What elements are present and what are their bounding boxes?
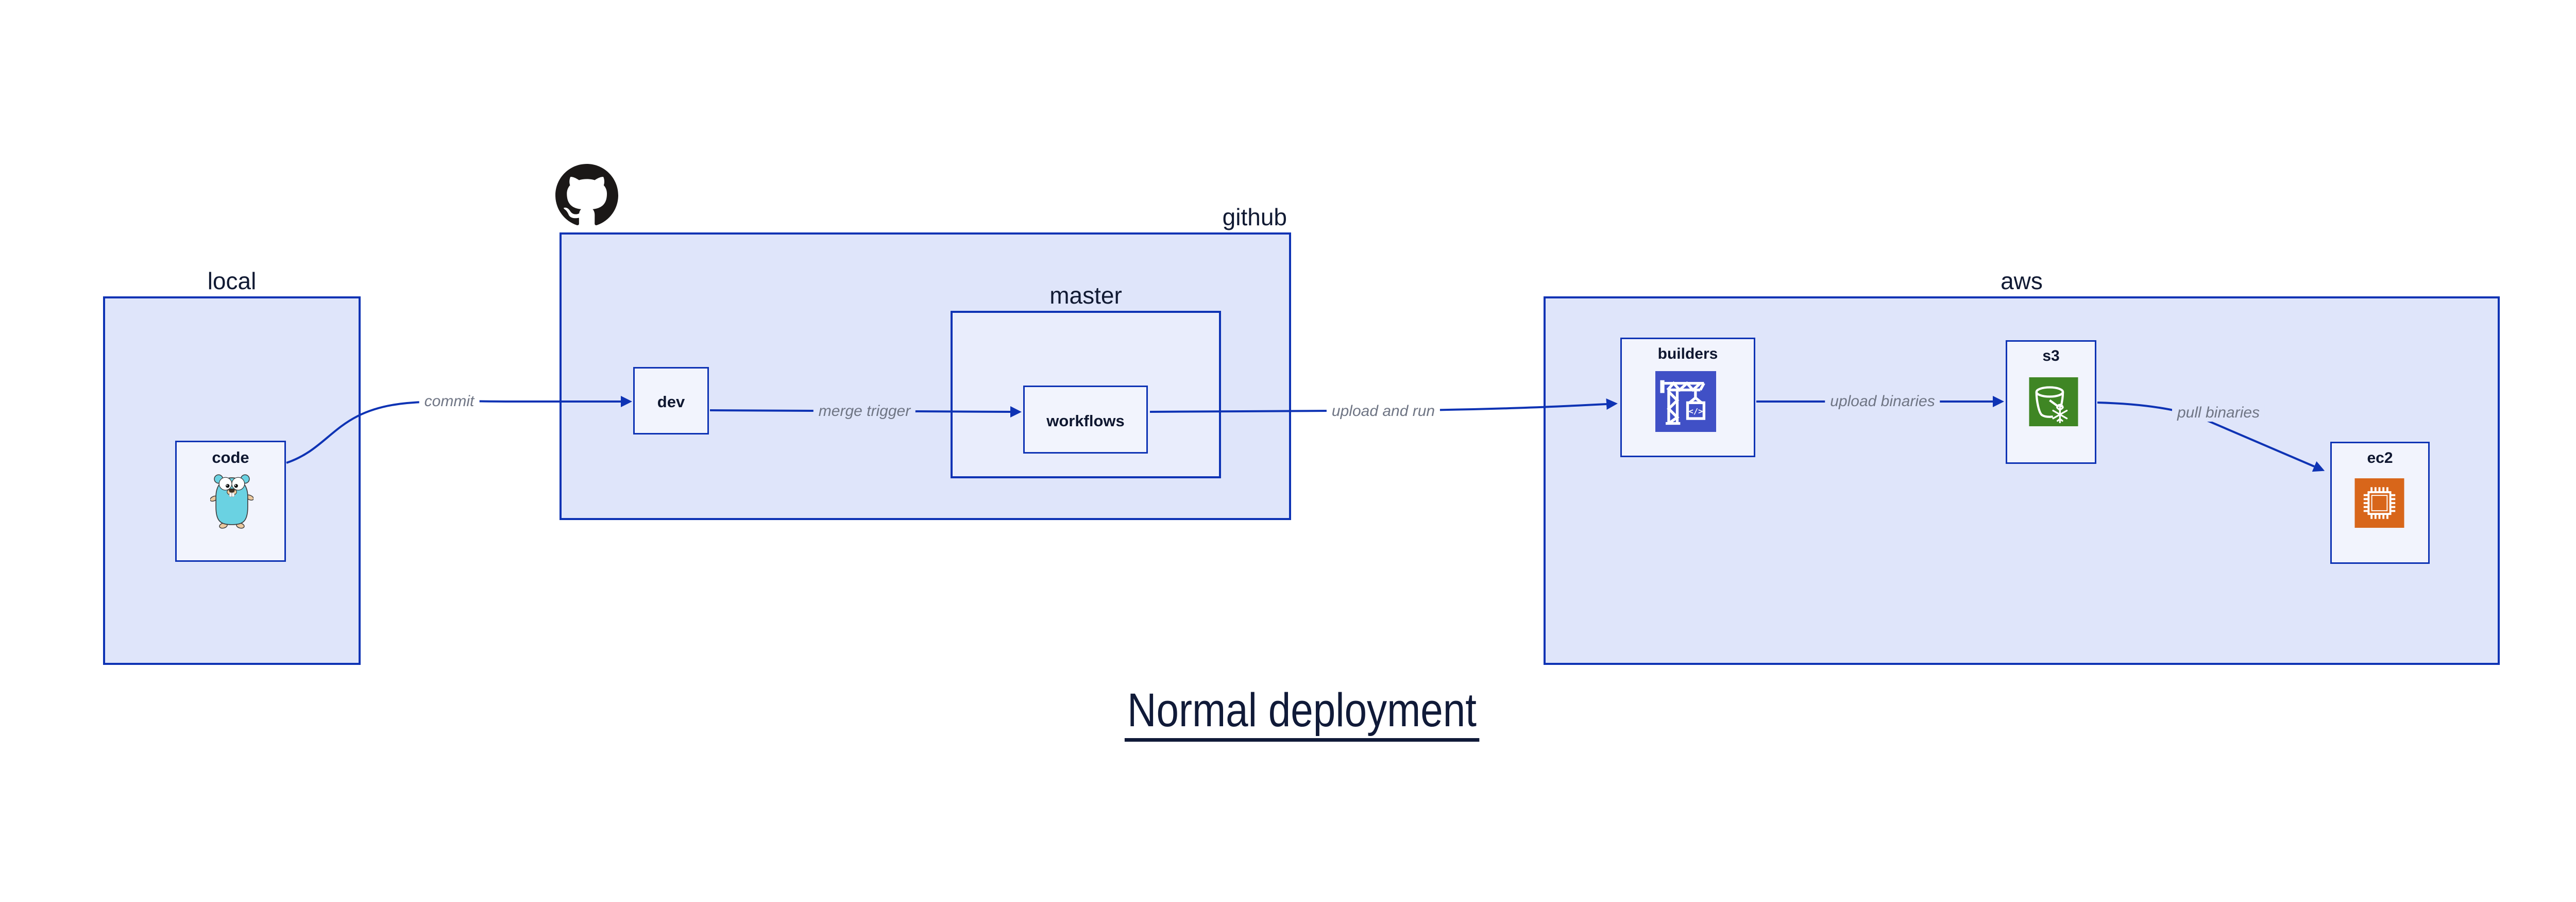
github-octocat-glyph <box>555 164 618 225</box>
container-label-master: master <box>1049 282 1122 309</box>
codebuild-code-glyph: </> <box>1689 407 1703 416</box>
node-label-s3: s3 <box>2042 347 2060 364</box>
diagram-title: Normal deployment <box>1124 686 1480 742</box>
edge-label-upload-binaries: upload binaries <box>1825 393 1940 410</box>
codebuild-crane-glyph: </> <box>1655 371 1716 432</box>
node-label-workflows: workflows <box>1046 412 1125 430</box>
codebuild-crane-icon: </> <box>1655 371 1717 432</box>
s3-bucket-glyph <box>2029 377 2078 426</box>
node-workflows <box>1023 386 1148 454</box>
ec2-chip-glyph <box>2354 478 2404 528</box>
edge-label-merge-trigger: merge trigger <box>813 403 916 420</box>
node-label-dev: dev <box>657 393 685 411</box>
github-octocat-icon <box>555 164 618 227</box>
node-builders <box>1620 338 1755 457</box>
ec2-chip-icon <box>2354 478 2404 528</box>
edge-label-upload-and-run: upload and run <box>1326 403 1440 420</box>
node-label-builders: builders <box>1657 345 1718 362</box>
edge-commit <box>286 396 632 464</box>
container-label-github: github <box>1222 204 1287 230</box>
go-gopher-icon <box>210 473 254 529</box>
container-label-local: local <box>207 268 257 294</box>
node-dev <box>633 367 709 435</box>
container-label-aws: aws <box>2001 268 2043 294</box>
go-gopher-glyph <box>210 474 254 529</box>
node-label-code: code <box>212 448 249 466</box>
edge-label-commit: commit <box>419 393 480 410</box>
node-label-ec2: ec2 <box>2367 449 2393 466</box>
edge-label-pull-binaries: pull binaries <box>2172 404 2265 422</box>
s3-bucket-icon <box>2028 377 2079 426</box>
